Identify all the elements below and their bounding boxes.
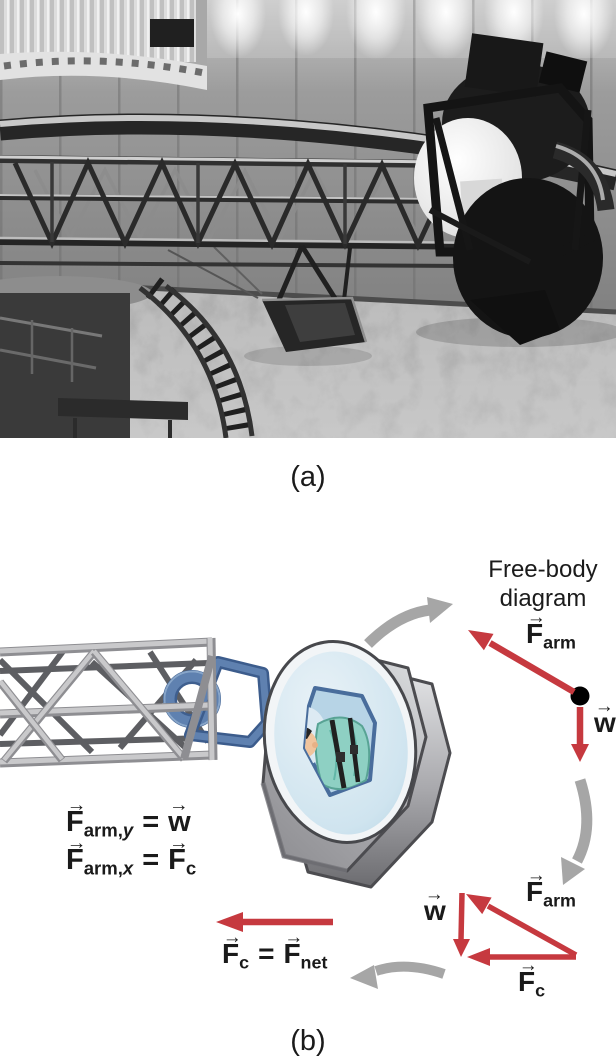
f-c-vector-symbol: →Fc <box>168 831 197 879</box>
free-body-diagram-title: Free-body diagram <box>468 555 616 613</box>
access-ladder <box>138 277 255 438</box>
fbd-title-line1: Free-body <box>488 556 598 583</box>
centrifuge-photo <box>0 0 616 438</box>
caption-b: (b) <box>290 1025 326 1057</box>
triangle-f-arm-arrow <box>466 894 578 958</box>
truss-arm-illustration <box>0 637 280 768</box>
triangle-f-c-label: →Fc <box>518 955 546 1001</box>
fbd-f-arm-label: →Farm <box>526 607 576 653</box>
triangle-f-arm-label: →Farm <box>526 865 576 911</box>
truss-arm <box>0 113 616 268</box>
hub-cylinder <box>0 0 207 90</box>
fbd-title-line2: diagram <box>499 585 587 612</box>
fbd-w-label: →w <box>594 696 616 741</box>
centrifuge-diagram <box>0 597 593 989</box>
equals-sign: = <box>142 844 160 876</box>
net-force-arrow <box>216 912 333 932</box>
capsule-body <box>260 640 452 889</box>
triangle-w-label: →w <box>424 884 446 929</box>
rotation-arrow-right <box>561 778 593 885</box>
net-force-equation-label: →Fc = →Fnet <box>222 927 328 973</box>
f-net-vector-symbol: →Fnet <box>283 927 328 973</box>
f-arm-vector-symbol: →Farm <box>526 607 576 653</box>
equation-f-arm-x: →Farm,x = →Fc <box>66 831 197 882</box>
rotation-arrow-top <box>364 597 453 648</box>
f-c-vector-symbol: →Fc <box>518 955 546 1001</box>
hub-window <box>150 19 194 47</box>
equals-sign: = <box>258 938 275 969</box>
ceiling-lights <box>210 0 614 60</box>
gondola <box>414 33 615 345</box>
service-platform <box>0 246 263 438</box>
equals-sign: = <box>142 806 160 838</box>
platform-step <box>58 398 188 420</box>
w-vector-symbol: →w <box>424 884 446 926</box>
equation-f-arm-y: →Farm,y = →w <box>66 793 196 844</box>
rider-cab <box>261 244 368 352</box>
rider-head <box>305 730 317 758</box>
w-vector-symbol: →w <box>168 793 191 838</box>
fbd-point <box>570 686 590 706</box>
component-equations: →Farm,y = →w →Farm,x = →Fc <box>66 793 197 882</box>
w-force-arrow <box>571 707 589 762</box>
rotation-arrow-bottom <box>350 961 446 989</box>
f-arm-x-vector-symbol: →Farm,x <box>66 831 134 879</box>
f-arm-force-arrow <box>468 630 576 695</box>
f-arm-y-vector-symbol: →Farm,y <box>66 793 134 841</box>
triangle-f-c-arrow <box>467 948 576 966</box>
f-c-vector-symbol: →Fc <box>222 927 250 973</box>
caption-a: (a) <box>290 461 326 493</box>
triangle-w-arrow <box>453 892 470 957</box>
f-arm-vector-symbol: →Farm <box>526 865 576 911</box>
w-vector-symbol: →w <box>594 696 616 738</box>
